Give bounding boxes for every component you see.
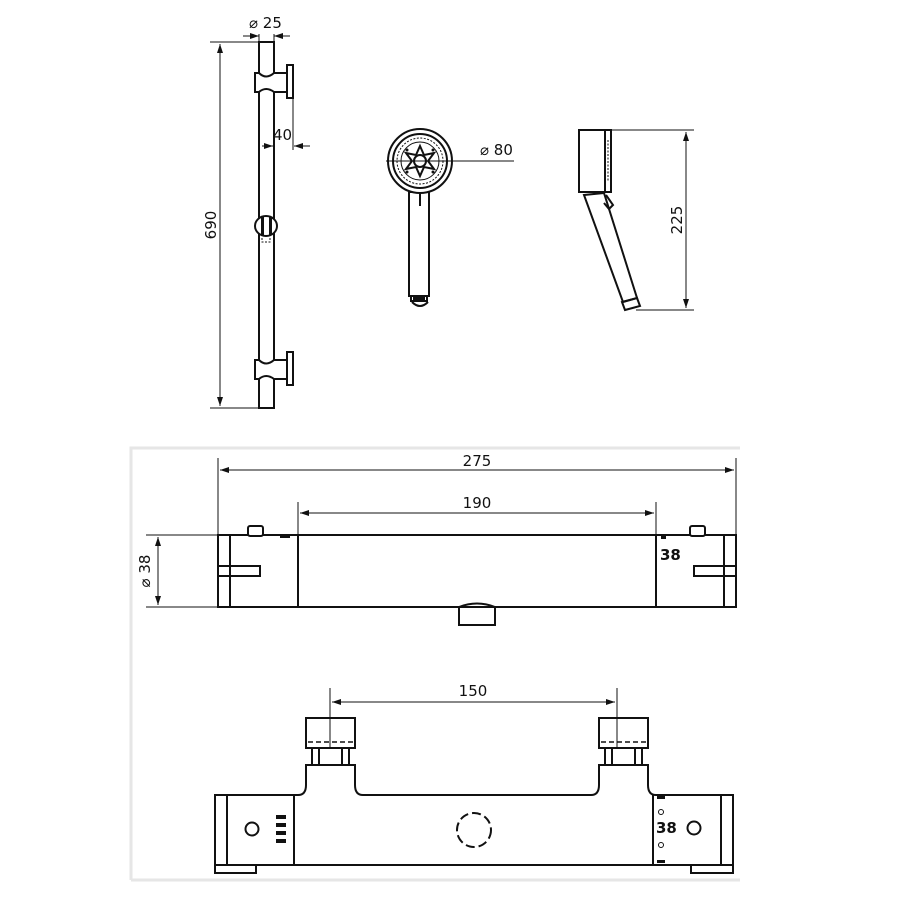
slide-rail-view: ⌀ 25 690 40 [202,14,310,409]
rail-diameter-label: ⌀ 25 [249,14,282,32]
thermostat-body [217,534,737,608]
thermostat-front-body [214,764,734,866]
hand-shower-front-view: ⌀ 80 [386,128,514,307]
left-handle [217,565,261,577]
right-handle [693,565,737,577]
head-diameter-label: ⌀ 80 [480,141,513,159]
inlet-spacing-label: 150 [459,682,488,700]
total-width-label: 275 [463,452,492,470]
outlet [458,602,496,626]
shower-slider-holder [254,215,278,243]
bracket-offset-label: 40 [273,126,292,144]
top-scale-mark: 38 [660,546,681,564]
shower-handle [408,191,430,297]
rail-height-label: 690 [202,211,220,240]
outlet-circle-dashed [456,812,492,848]
bottom-wall-bracket [254,351,294,386]
front-scale-mark: 38 [656,819,677,837]
body-diameter-label: ⌀ 38 [136,555,154,588]
body-width-label: 190 [463,494,492,512]
drawing-frame [129,446,740,880]
thermostat-top-view: 38 275 190 ⌀ 38 [136,452,737,626]
top-wall-bracket [254,64,294,99]
hand-shower-side-view: 225 [578,129,694,312]
thermostat-front-view: 38 150 [214,682,734,874]
right-inlet-connector [598,717,649,766]
shower-length-label: 225 [668,206,686,235]
